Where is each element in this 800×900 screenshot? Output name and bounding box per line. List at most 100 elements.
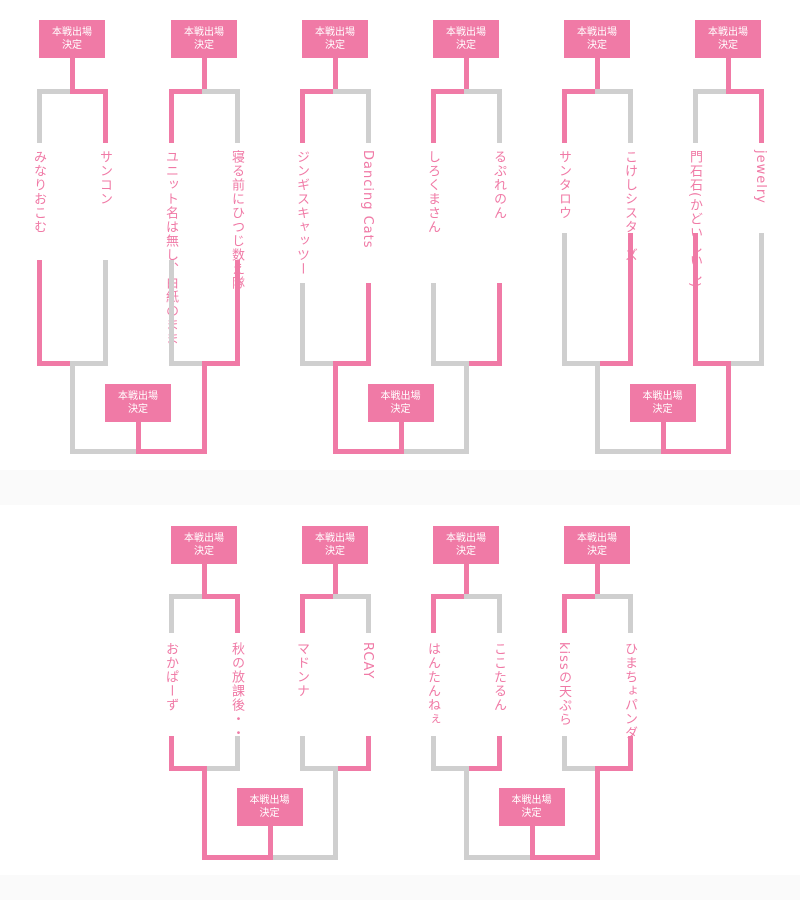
- bracket-line: [464, 89, 502, 94]
- bracket-line: [300, 89, 338, 94]
- bracket-line: [70, 89, 108, 94]
- bracket-line: [366, 736, 371, 771]
- qualified-badge-line1: 本戦出場: [446, 533, 486, 544]
- bracket-line: [660, 449, 731, 454]
- qualified-badge-line2: 決定: [521, 808, 542, 819]
- bracket-line: [562, 766, 600, 771]
- team-name: 秋の放課後・・: [229, 642, 244, 740]
- qualified-badge-line1: 本戦出場: [249, 795, 290, 806]
- qualified-badge: 本戦出場決定: [105, 384, 171, 422]
- bracket-line: [235, 594, 240, 633]
- bracket-line: [398, 420, 404, 454]
- bracket-line: [398, 449, 469, 454]
- bracket-line: [70, 56, 75, 94]
- bracket-line: [136, 420, 141, 454]
- qualified-badge: 本戦出場決定: [695, 20, 761, 58]
- bracket-line: [431, 594, 436, 633]
- bracket-line: [726, 361, 764, 366]
- qualified-badge-line1: 本戦出場: [315, 27, 355, 38]
- team-name: ここたるん: [491, 642, 506, 712]
- bracket-line: [169, 766, 207, 771]
- qualified-badge-line2: 決定: [456, 40, 476, 51]
- bracket-line: [693, 89, 698, 143]
- bracket-line: [464, 361, 469, 454]
- qualified-badge: 本戦出場決定: [498, 788, 565, 826]
- qualified-badge: 本戦出場決定: [171, 526, 237, 564]
- bracket-line: [300, 766, 338, 771]
- qualified-badge: 本戦出場決定: [302, 20, 368, 58]
- bracket-line: [562, 89, 600, 94]
- bracket-line: [333, 766, 371, 771]
- bracket-line: [202, 361, 207, 454]
- team-name: おかぱーず: [163, 642, 178, 712]
- bracket-line: [529, 824, 535, 860]
- qualified-badge-line2: 決定: [456, 546, 476, 557]
- bracket-line: [693, 233, 698, 366]
- team-name: ひまちょパンダ: [622, 642, 637, 740]
- bracket-line: [300, 594, 338, 599]
- bracket-line: [562, 233, 567, 366]
- qualified-badge-line1: 本戦出場: [642, 391, 683, 402]
- bracket-line: [300, 361, 338, 366]
- bracket-line: [169, 89, 174, 143]
- bracket-line: [431, 89, 436, 143]
- bracket-line: [431, 283, 436, 366]
- qualified-badge-line1: 本戦出場: [708, 27, 748, 38]
- bracket-line: [497, 594, 502, 633]
- qualified-badge-line1: 本戦出場: [577, 533, 617, 544]
- bracket-line: [366, 89, 371, 143]
- bracket-line: [37, 361, 75, 366]
- qualified-badge: 本戦出場決定: [171, 20, 237, 58]
- bracket-line: [431, 594, 469, 599]
- bracket-line: [693, 361, 731, 366]
- bracket-line: [202, 766, 240, 771]
- team-name: サンタロウ: [556, 150, 571, 220]
- bracket-line: [628, 89, 633, 143]
- bracket-line: [333, 56, 338, 94]
- bracket-line: [103, 260, 108, 366]
- team-name: サンコン: [97, 150, 112, 206]
- bracket-line: [464, 361, 502, 366]
- bracket-line: [431, 89, 469, 94]
- bracket-line: [628, 233, 633, 366]
- bracket-line: [693, 89, 731, 94]
- qualified-badge-line2: 決定: [587, 546, 607, 557]
- bracket-line: [169, 260, 174, 366]
- bracket-line: [70, 361, 108, 366]
- bracket-line: [464, 562, 469, 599]
- team-name: マドンナ: [294, 642, 309, 698]
- qualified-badge-line1: 本戦出場: [577, 27, 617, 38]
- bracket-line: [497, 283, 502, 366]
- team-name: るぷれのん: [491, 150, 506, 220]
- bracket-line: [333, 562, 338, 599]
- qualified-badge-line1: 本戦出場: [446, 27, 486, 38]
- bracket-line: [759, 233, 764, 366]
- bracket-line: [333, 361, 371, 366]
- qualified-badge: 本戦出場決定: [302, 526, 368, 564]
- team-name: ジンギスキャッツー: [294, 150, 309, 276]
- qualified-badge-line2: 決定: [390, 404, 411, 415]
- bracket-line: [333, 594, 371, 599]
- qualified-badge-line2: 決定: [259, 808, 280, 819]
- bracket-line: [300, 736, 305, 771]
- bracket-line: [37, 260, 42, 366]
- qualified-badge-line1: 本戦出場: [184, 27, 224, 38]
- bracket-line: [595, 89, 633, 94]
- bracket-line: [37, 89, 75, 94]
- qualified-badge-line2: 決定: [194, 40, 214, 51]
- bracket-line: [169, 594, 207, 599]
- bracket-line: [431, 766, 469, 771]
- team-name: こけしシスターズ: [622, 150, 637, 262]
- bracket-line: [202, 89, 240, 94]
- qualified-badge: 本戦出場決定: [236, 788, 303, 826]
- qualified-badge-line2: 決定: [128, 404, 148, 415]
- bracket-line: [595, 361, 600, 454]
- qualified-badge-line2: 決定: [587, 40, 607, 51]
- bracket-line: [464, 594, 502, 599]
- bracket-line: [595, 56, 600, 94]
- bracket-line: [202, 766, 207, 860]
- bracket-line: [431, 736, 436, 771]
- bracket-line: [366, 594, 371, 633]
- qualified-badge: 本戦出場決定: [629, 384, 696, 422]
- bracket-line: [497, 89, 502, 143]
